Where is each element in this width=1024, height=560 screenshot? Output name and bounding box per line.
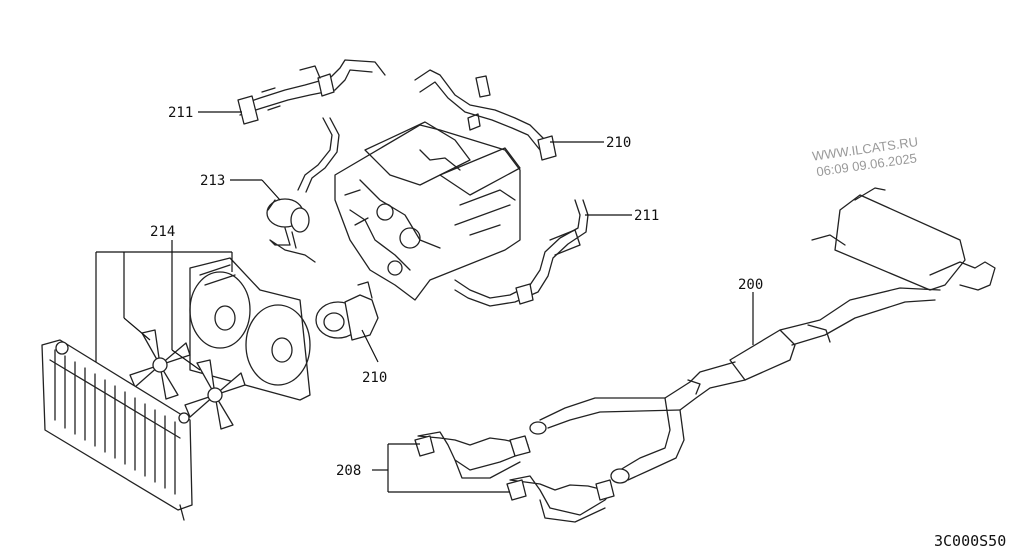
callout-200[interactable]: 200 xyxy=(738,277,763,293)
callout-213[interactable]: 213 xyxy=(200,173,225,189)
callout-211-right[interactable]: 211 xyxy=(634,208,659,224)
watermark: WWW.ILCATS.RU 06:09 09.06.2025 xyxy=(811,134,919,179)
engine-block xyxy=(334,121,521,301)
callout-214[interactable]: 214 xyxy=(150,224,175,240)
callout-208[interactable]: 208 xyxy=(336,463,361,479)
callout-211-top[interactable]: 211 xyxy=(168,105,193,121)
radiator xyxy=(41,339,193,521)
exhaust-main-200 xyxy=(529,187,996,484)
callout-210-bottom[interactable]: 210 xyxy=(362,370,387,386)
water-hose-210-top xyxy=(414,69,557,161)
leader-lines xyxy=(95,111,754,493)
thermostat-213 xyxy=(266,117,340,263)
water-hose-right xyxy=(454,199,589,307)
callout-210-top[interactable]: 210 xyxy=(606,135,631,151)
diagram-code: 3C000S50 xyxy=(934,532,1006,550)
water-pump-210 xyxy=(315,281,379,341)
fan-blades xyxy=(129,329,246,430)
catalytic-converters-208 xyxy=(414,431,615,523)
fan-shroud xyxy=(189,257,311,401)
water-hose-top xyxy=(237,59,386,125)
